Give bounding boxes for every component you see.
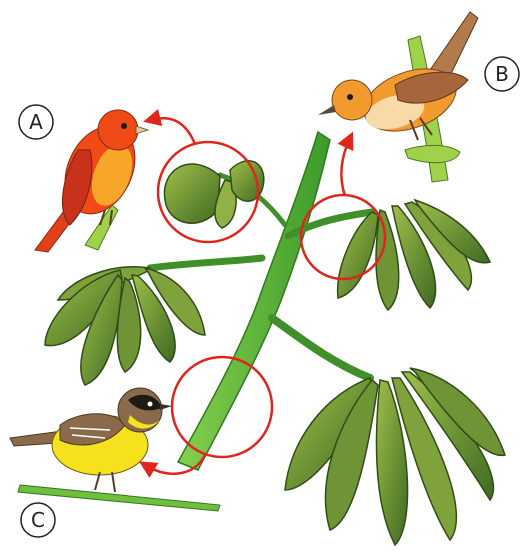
bird-a-illustration xyxy=(35,110,148,252)
label-a-text: A xyxy=(29,110,43,134)
arrow-to-bird-a xyxy=(150,118,195,144)
leaf-cluster-left xyxy=(45,267,205,385)
bird-b-illustration xyxy=(318,12,478,182)
leaf-cluster-top xyxy=(164,161,263,228)
label-b: B xyxy=(485,57,519,91)
label-b-text: B xyxy=(495,62,509,86)
leaf-cluster-bottom xyxy=(285,368,505,545)
arrow-to-bird-b xyxy=(341,138,350,196)
label-c: C xyxy=(21,503,55,537)
label-c-text: C xyxy=(31,508,45,532)
label-a: A xyxy=(19,105,53,139)
